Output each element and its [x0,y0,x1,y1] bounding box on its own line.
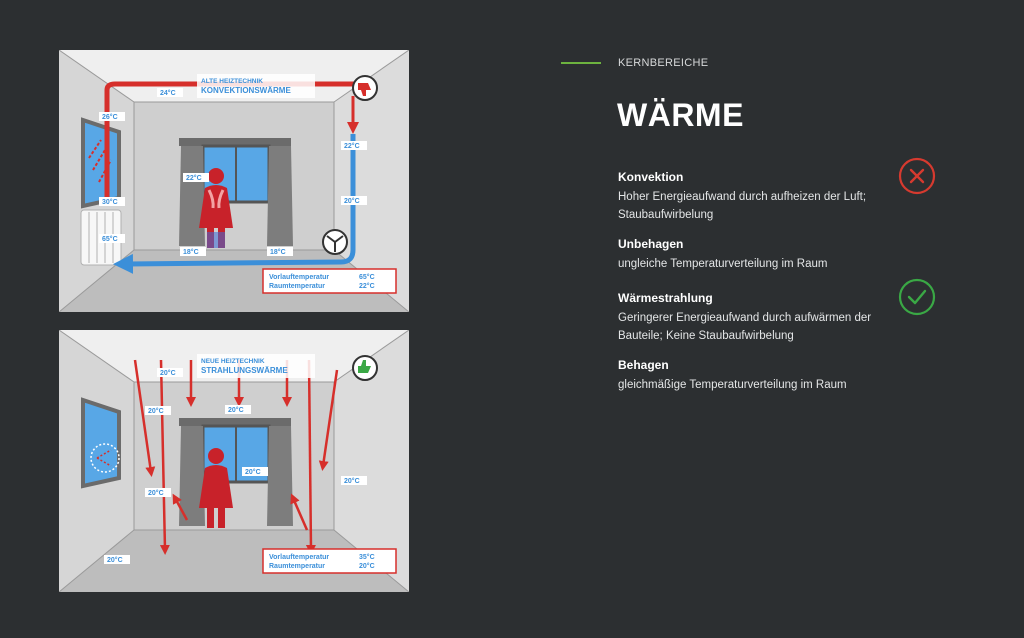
temperature-info-box: Vorlauftemperatur 35°C Raumtemperatur 20… [262,548,397,574]
curtain-right [267,146,293,246]
temp-label: 22°C [344,142,360,150]
convection-diagram: ALTE HEIZTECHNIK KONVEKTIONSWÄRME 24°C 2… [59,50,409,312]
curtain-right [267,426,293,526]
feature-heading: Konvektion [618,170,684,184]
fan-icon [322,229,348,255]
feature-heading: Unbehagen [618,237,684,251]
feature-item-behagen: Behagen gleichmäßige Temperaturverteilun… [618,358,888,394]
diagram-title: STRAHLUNGSWÄRME [201,366,288,375]
curtain-rod [179,138,291,146]
temp-label: 18°C [183,248,199,256]
temp-label: 20°C [160,369,176,377]
temp-label: 65°C [102,235,118,243]
radiation-diagram: NEUE HEIZTECHNIK STRAHLUNGSWÄRME 20°C 20… [59,330,409,592]
feature-heading: Wärmestrahlung [618,291,713,305]
info-label: Vorlauftemperatur [269,274,329,281]
temp-label: 18°C [270,248,286,256]
temp-label: 26°C [102,113,118,121]
feature-text: gleichmäßige Temperaturverteilung im Rau… [618,379,847,391]
feature-item-konvektion: Konvektion Hoher Energieaufwand durch au… [618,170,888,224]
radiation-room-illustration: NEUE HEIZTECHNIK STRAHLUNGSWÄRME 20°C 20… [59,330,409,592]
temp-label: 30°C [102,198,118,206]
feature-text: ungleiche Temperaturverteilung im Raum [618,258,828,270]
curtain-left [179,146,205,246]
side-window [81,397,121,489]
temp-label: 20°C [344,197,360,205]
curtain-left [179,426,205,526]
diagram-subtitle: ALTE HEIZTECHNIK [201,78,263,85]
thumbs-up-icon [352,355,378,381]
temperature-info-box: Vorlauftemperatur 65°C Raumtemperatur 22… [262,268,397,294]
side-window [81,117,121,209]
check-circle-icon [898,278,936,316]
page-title: WÄRME [617,97,744,133]
person-figure [199,448,233,528]
thumbs-down-icon [352,75,378,101]
info-label: Raumtemperatur [269,563,325,570]
diagram-subtitle: NEUE HEIZTECHNIK [201,358,265,365]
feature-heading: Behagen [618,358,669,372]
convection-room-illustration: ALTE HEIZTECHNIK KONVEKTIONSWÄRME 24°C 2… [59,50,409,312]
x-circle-icon [898,157,936,195]
person-figure [199,168,233,248]
info-value: 20°C [359,562,375,570]
feature-item-unbehagen: Unbehagen ungleiche Temperaturverteilung… [618,237,888,273]
feature-item-waermestrahlung: Wärmestrahlung Geringerer Energieaufwand… [618,291,888,345]
temp-label: 20°C [148,407,164,415]
temp-label: 20°C [228,406,244,414]
feature-text: Geringerer Energieaufwand durch aufwärme… [618,312,872,342]
info-label: Raumtemperatur [269,283,325,290]
temp-label: 20°C [245,468,261,476]
curtain-rod [179,418,291,426]
section-eyebrow: KERNBEREICHE [618,57,709,69]
temp-label: 24°C [160,89,176,97]
temp-label: 20°C [107,556,123,564]
info-value: 35°C [359,553,375,561]
eyebrow-accent-line [561,62,601,64]
info-value: 65°C [359,273,375,281]
temp-label: 20°C [344,477,360,485]
feature-text: Hoher Energieaufwand durch aufheizen der… [618,191,867,221]
temp-label: 20°C [148,489,164,497]
diagram-title: KONVEKTIONSWÄRME [201,86,291,95]
info-value: 22°C [359,282,375,290]
temp-label: 22°C [186,174,202,182]
info-label: Vorlauftemperatur [269,554,329,561]
